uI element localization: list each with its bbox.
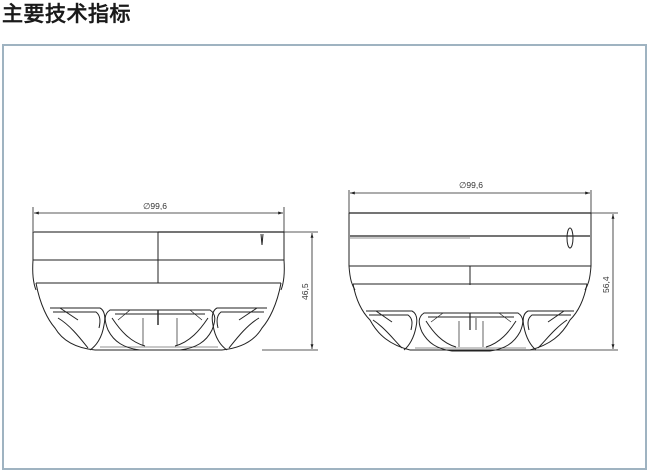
left-detector-view [32, 207, 318, 351]
right-diameter-label: ∅99,6 [459, 180, 483, 190]
drawing-frame [2, 44, 647, 470]
page-title: 主要技术指标 [2, 2, 131, 26]
right-height-label: 56,4 [601, 276, 611, 293]
left-height-label: 46,5 [300, 283, 310, 300]
left-diameter-label: ∅99,6 [143, 201, 167, 211]
right-detector-view [348, 190, 618, 352]
